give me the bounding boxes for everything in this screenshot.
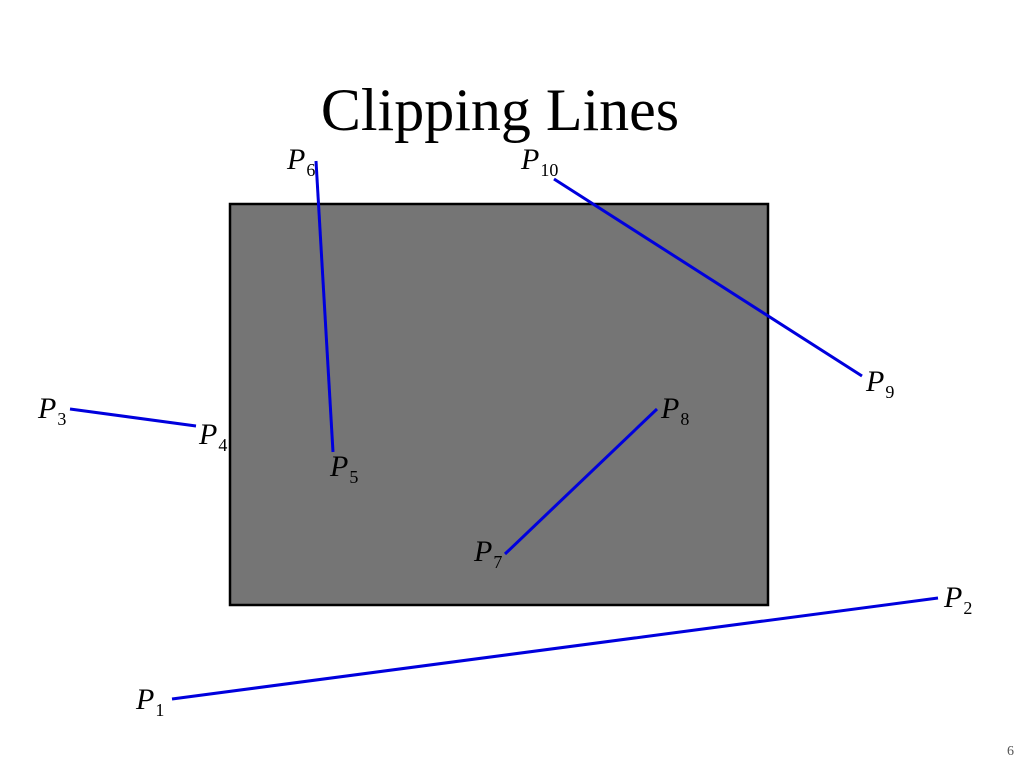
page-number: 6	[1007, 744, 1014, 759]
clip-window	[228, 202, 770, 607]
segment-p1-p2	[171, 596, 939, 701]
point-label-p1: P1	[135, 683, 164, 720]
point-label-p9: P9	[865, 365, 894, 402]
point-label-p2: P2	[943, 581, 972, 618]
point-label-p6: P6	[286, 143, 315, 180]
segment-p7-p8	[503, 407, 659, 556]
point-label-p7: P7	[473, 535, 502, 572]
point-label-p4: P4	[198, 418, 227, 455]
point-label-p5: P5	[329, 450, 358, 487]
segment-p3-p4	[69, 407, 197, 428]
point-label-p3: P3	[37, 392, 66, 429]
segment-p9-p10	[553, 177, 863, 378]
point-label-p8: P8	[660, 392, 689, 429]
slide-title: Clipping Lines	[320, 77, 680, 143]
segment-p5-p6	[314, 160, 335, 453]
point-label-p10: P10	[520, 143, 558, 180]
segments-layer	[69, 160, 939, 701]
